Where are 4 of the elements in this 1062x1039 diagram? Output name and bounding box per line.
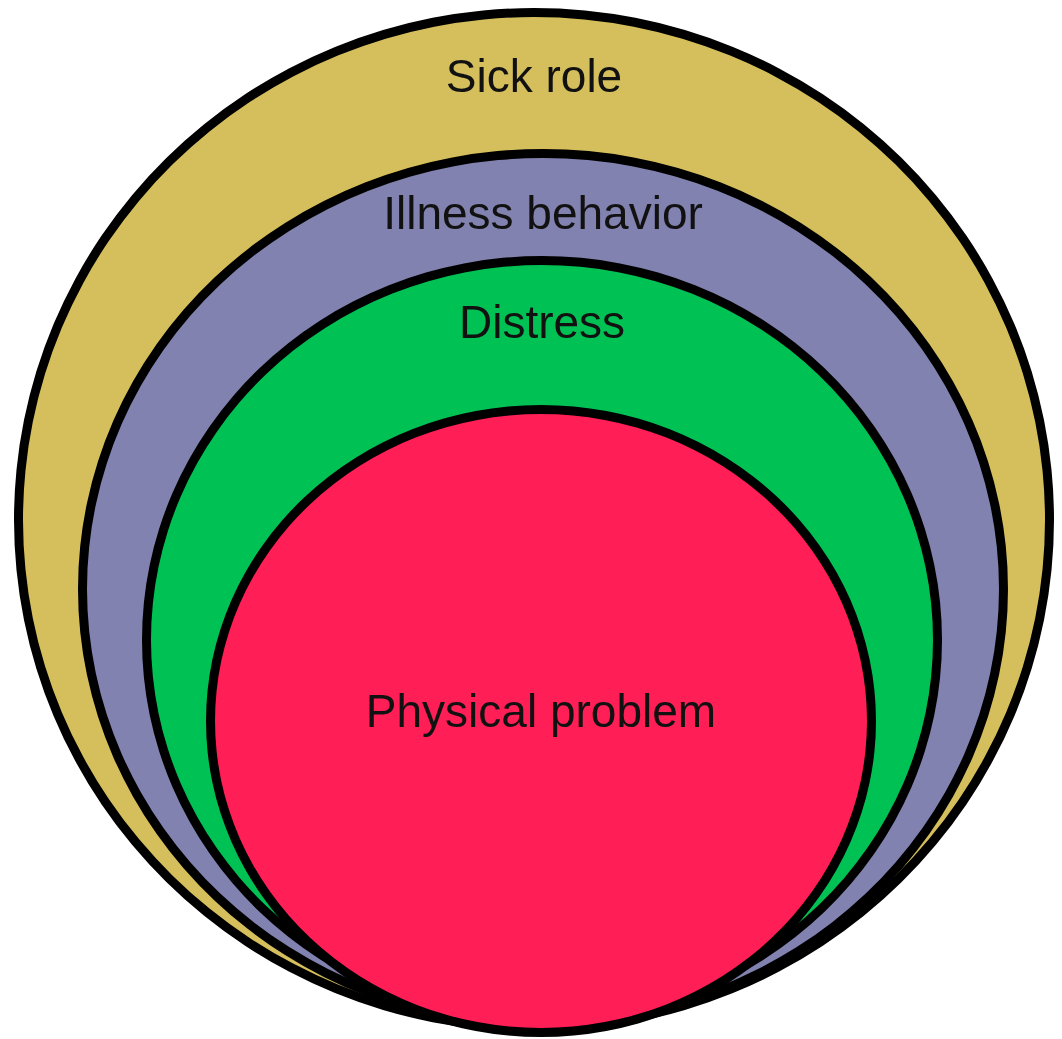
- circle-label: Illness behavior: [383, 186, 703, 240]
- circle-label: Physical problem: [365, 684, 717, 738]
- circle-label: Distress: [458, 295, 626, 349]
- circle-label: Sick role: [445, 49, 623, 103]
